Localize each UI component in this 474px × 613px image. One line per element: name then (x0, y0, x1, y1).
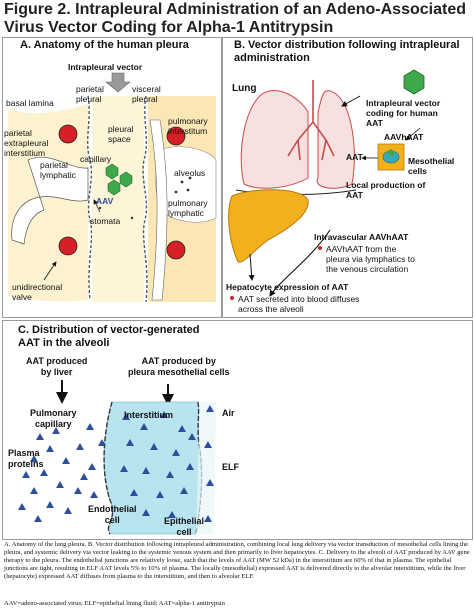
label-intrapleural-vector: Intrapleural vector (68, 62, 143, 72)
label-hepatocyte-desc: AAT secreted into blood diffuses across … (238, 294, 360, 314)
triangle-protein-icon (18, 423, 106, 522)
figure-caption: A. Anatomy of the lung pleura. B. Vector… (4, 541, 470, 581)
label-pleural-space: pleural space (108, 124, 134, 144)
label-intravascular-aavhaat: Intravascular AAVhAAT (314, 232, 409, 242)
label-local-production: Local production of AAT (346, 180, 426, 200)
label-alveolus: alveolus (174, 168, 206, 178)
label-aav: AAV (96, 196, 114, 206)
panel-c-drawing (18, 380, 216, 535)
label-aavhaat: AAVhAAT (384, 132, 424, 142)
label-aat: AAT (346, 152, 363, 162)
label-plasma-proteins: Plasma proteins (8, 448, 44, 469)
panel-b-title: B. Vector distribution following intrapl… (234, 39, 460, 64)
bullet-dot-icon (318, 246, 322, 250)
hexagon-virus-icon (105, 163, 119, 180)
bullet-dot-icon (230, 296, 234, 300)
figure-title: Figure 2. Intrapleural Administration of… (4, 1, 466, 36)
panel-c-frame (2, 320, 473, 540)
label-visceral-pleural: visceral pleural (132, 84, 161, 104)
label-interstitium: Interstitium (124, 410, 174, 420)
label-epithelial-cell: Epithelial cell (164, 516, 205, 537)
abbreviations: AAV=adeno-associated virus; ELF=epitheli… (4, 600, 225, 607)
label-aat-pleura: AAT produced by pleura mesothelial cells (128, 356, 230, 377)
label-lung: Lung (232, 83, 257, 94)
panel-c-title: C. Distribution of vector-generated AAT … (18, 324, 200, 349)
red-cell-icon (58, 236, 78, 256)
label-air: Air (222, 408, 235, 418)
label-basal-lamina: basal lamina (6, 98, 54, 108)
hexagon-virus-icon (403, 69, 425, 95)
hexagon-virus-icon (107, 179, 121, 196)
label-intrapleural-vector-coding: Intrapleural vector coding for human AAT (366, 98, 441, 128)
hexagon-virus-icon (119, 171, 133, 188)
label-hepatocyte-expression: Hepatocyte expression of AAT (226, 282, 349, 292)
red-cell-icon (166, 126, 186, 146)
label-unidirectional-valve: unidirectional valve (12, 282, 63, 302)
liver (228, 189, 309, 263)
label-endothelial-cell: Endothelial cell (88, 504, 137, 525)
panel-b-drawing (228, 69, 425, 300)
panel-a-title: A. Anatomy of the human pleura (20, 39, 189, 51)
triangle-protein-icon (204, 405, 214, 522)
panel-a-drawing (8, 72, 217, 303)
red-cell-icon (166, 240, 186, 260)
red-cell-icon (58, 124, 78, 144)
label-pulmonary-lymphatic: pulmonary lymphatic (168, 198, 208, 218)
lung-right (316, 90, 355, 189)
label-capillary: capillary (80, 154, 112, 164)
label-pulmonary-capillary: Pulmonary capillary (30, 408, 77, 429)
down-arrow-icon (105, 72, 131, 93)
label-stomata: stomata (90, 216, 121, 226)
label-mesothelial-cells: Mesothelial cells (408, 156, 455, 176)
label-parietal-lymphatic: parietal lymphatic (40, 160, 76, 180)
triangle-protein-icon (120, 411, 196, 518)
label-elf: ELF (222, 462, 239, 472)
label-intravascular-desc: AAVhAAT from the pleura via lymphatics t… (326, 244, 415, 274)
label-aat-liver: AAT produced by liver (26, 356, 88, 377)
label-parietal-extrapleural-interstitium: parietal extrapleural interstitium (4, 128, 49, 158)
label-pulmonary-interstitum: pulmonary interstitum (168, 116, 208, 136)
lung-left (240, 90, 309, 189)
label-parietal-pleural: parietal pleural (76, 84, 104, 104)
